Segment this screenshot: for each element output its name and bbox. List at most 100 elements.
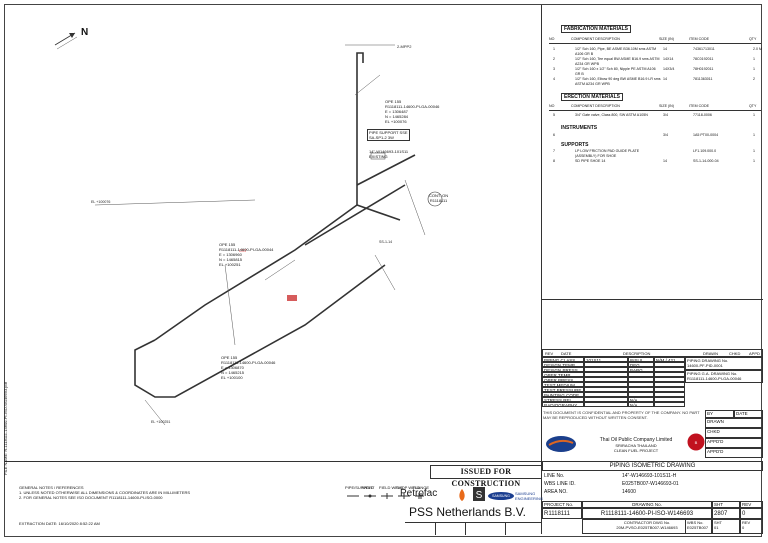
design-cell [584, 392, 628, 397]
design-cell [654, 372, 685, 377]
design-cell [654, 377, 685, 382]
sht-label: SHT [712, 501, 740, 508]
client-company: Thai Oil Public Company Limited [599, 437, 673, 443]
cell-no: 7 [553, 149, 555, 153]
date-col: DATE [561, 351, 572, 356]
design-cell [584, 387, 628, 392]
design-cell [628, 372, 654, 377]
design-cell: PAINTING CODE [542, 392, 584, 397]
appd-col: APPD [749, 351, 760, 356]
col-no: NO [549, 37, 555, 41]
piping-dwg-cell: PIPING DRAWING No. 14600-PF-PID-0001 [685, 357, 763, 370]
annotation-support: PIPE SUPPORT SSE SA-SP1-2 3W [367, 129, 410, 141]
pipe-route [134, 52, 416, 398]
drawing-sheet: N 2-MPP2 CST EL +100076 EL +100251 [3, 4, 763, 537]
petrofac-flame-icon [457, 488, 467, 501]
drawing-value: R1118111-14600-PI-ISO-W146693 [582, 508, 712, 519]
cell-no: 3 [553, 67, 555, 71]
drawing-title: PIPING ISOMETRIC DRAWING [542, 461, 763, 471]
signoff-date: DATE [734, 410, 763, 418]
cell-code: LF1.109.000.0 [693, 149, 717, 153]
cell-desc: LP LOW FRICTION PAD GUIDE PLATE (ASSEMBL… [575, 149, 640, 158]
label-top: 2-MPP2 [397, 44, 412, 49]
design-cell [654, 367, 685, 372]
ga-dwg-value: R1118111-14600-PI-GA-00046 [687, 376, 742, 381]
legend-5: FLANGE [413, 485, 430, 490]
erection-title: ERECTION MATERIALS [561, 93, 624, 101]
design-cell [654, 387, 685, 392]
design-cell [654, 362, 685, 367]
col-code: ITEM CODE [689, 37, 709, 41]
revision-header: REV DATE DESCRIPTION DRAWN CHKD APPD [542, 349, 763, 357]
dimension-lines [94, 44, 426, 426]
project-value: R1118111 [542, 508, 582, 519]
design-cell: N/A [628, 397, 654, 402]
cell-size: 3/4 [663, 133, 668, 137]
col-desc: COMPONENT DESCRIPTION [571, 37, 620, 41]
col-no: NO [549, 104, 555, 108]
cell-no: 8 [553, 159, 555, 163]
weld-legend: PIPE/SUPPORT WELD FIELD WELD SHOP WELD F… [345, 485, 429, 503]
signoff-appd2: APPD'D [705, 448, 763, 458]
design-cell [584, 367, 628, 372]
cell-qty: 2 [753, 77, 755, 81]
design-cell [584, 362, 628, 367]
notes-block: GENERAL NOTES / REFERENCES 1. UNLESS NOT… [19, 485, 279, 500]
design-cell [654, 392, 685, 397]
footer-grid [405, 522, 542, 535]
cell-size: 14X3/4 [663, 67, 675, 71]
client-info: Thai Oil Public Company Limited SRIRACHA… [581, 437, 691, 453]
pss-logo: PSS Netherlands B.V. [409, 505, 526, 519]
design-cell [654, 382, 685, 387]
signoff-by: BY [705, 410, 734, 418]
weld-marker [287, 295, 297, 301]
design-cell [654, 397, 685, 402]
cell-code: 77118-0006 [693, 113, 712, 117]
legend-symbols [347, 493, 424, 499]
samsung-logo: SAMSUNG [488, 492, 514, 500]
divider [5, 461, 542, 462]
drawing-label: DRAWING No. [582, 501, 712, 508]
north-label: N [81, 27, 88, 38]
legend-4: SHOP WELD [396, 485, 420, 490]
svg-text:S: S [476, 490, 483, 501]
design-cell [584, 397, 628, 402]
cell-no: 4 [553, 77, 555, 81]
ga-dwg-cell: PIPING G.A. DRAWING No. R1118111-14600-P… [685, 370, 763, 383]
wbs-no-label: WBS No. [687, 520, 704, 525]
legend-3: FIELD WELD [379, 485, 404, 490]
design-cell: TEST PRESSURE [542, 387, 584, 392]
cell-desc: 1/2" Sch 160, Elbow 90 deg BW ASME B16.9… [575, 77, 661, 86]
annotation-coordinates-3: OPE 155 R1118111-14600-PI-GA-00046 E = 1… [221, 355, 276, 380]
issued-stamp: ISSUED FOR CONSTRUCTION [430, 465, 542, 488]
annotation-coordinates-1: OPE 155 R1118111-14600-PI-GA-00046 E = 1… [385, 99, 440, 124]
area-value: 14600 [622, 489, 636, 495]
design-cell: TEST MEDIUM [542, 382, 584, 387]
continuation-note: CONT. ON R1118111 [429, 193, 449, 203]
header-rule [549, 43, 761, 44]
wbs-value: E025TB007-W146693-01 [622, 481, 679, 487]
support-tag: SS-1-14 [379, 240, 392, 244]
cell-no: 5 [553, 113, 555, 117]
design-cell: INSUL CODE [628, 357, 654, 362]
cell-qty: 2.0 M [753, 47, 762, 51]
line-no-value: 14"-W146693-101S11-H [622, 473, 677, 479]
cell-qty: 1 [753, 159, 755, 163]
signoff-drawn: DRAWN [705, 418, 763, 428]
notes-heading: GENERAL NOTES / REFERENCES [19, 485, 84, 490]
wbs-no-cell: WBS No. E025TB007 [685, 519, 712, 534]
ga-dwg-label: PIPING G.A. DRAWING No. [687, 371, 738, 376]
support-symbol [370, 152, 386, 160]
cell-desc: 1/2" Sch 160 x 1/2" Sch 80, Nipple PE AS… [575, 67, 656, 76]
fabrication-title: FABRICATION MATERIALS [561, 25, 631, 33]
design-cell [654, 402, 685, 407]
contractor-label: CONTRACTOR DWG No. [623, 520, 671, 525]
design-cell: 101S11 [584, 357, 628, 362]
cell-desc: 1/2" Sch 160, Tee equal BW ASME B16.9 sm… [575, 57, 660, 66]
disclaimer-text: THIS DOCUMENT IS CONFIDENTIAL AND PROPER… [543, 410, 700, 420]
rev2-label: REV [742, 520, 751, 525]
wbs-no-value: E025TB007 [687, 525, 709, 530]
s-logo-icon: S [473, 487, 485, 501]
design-cell [584, 382, 628, 387]
cell-code: 7811363011 [693, 77, 713, 81]
